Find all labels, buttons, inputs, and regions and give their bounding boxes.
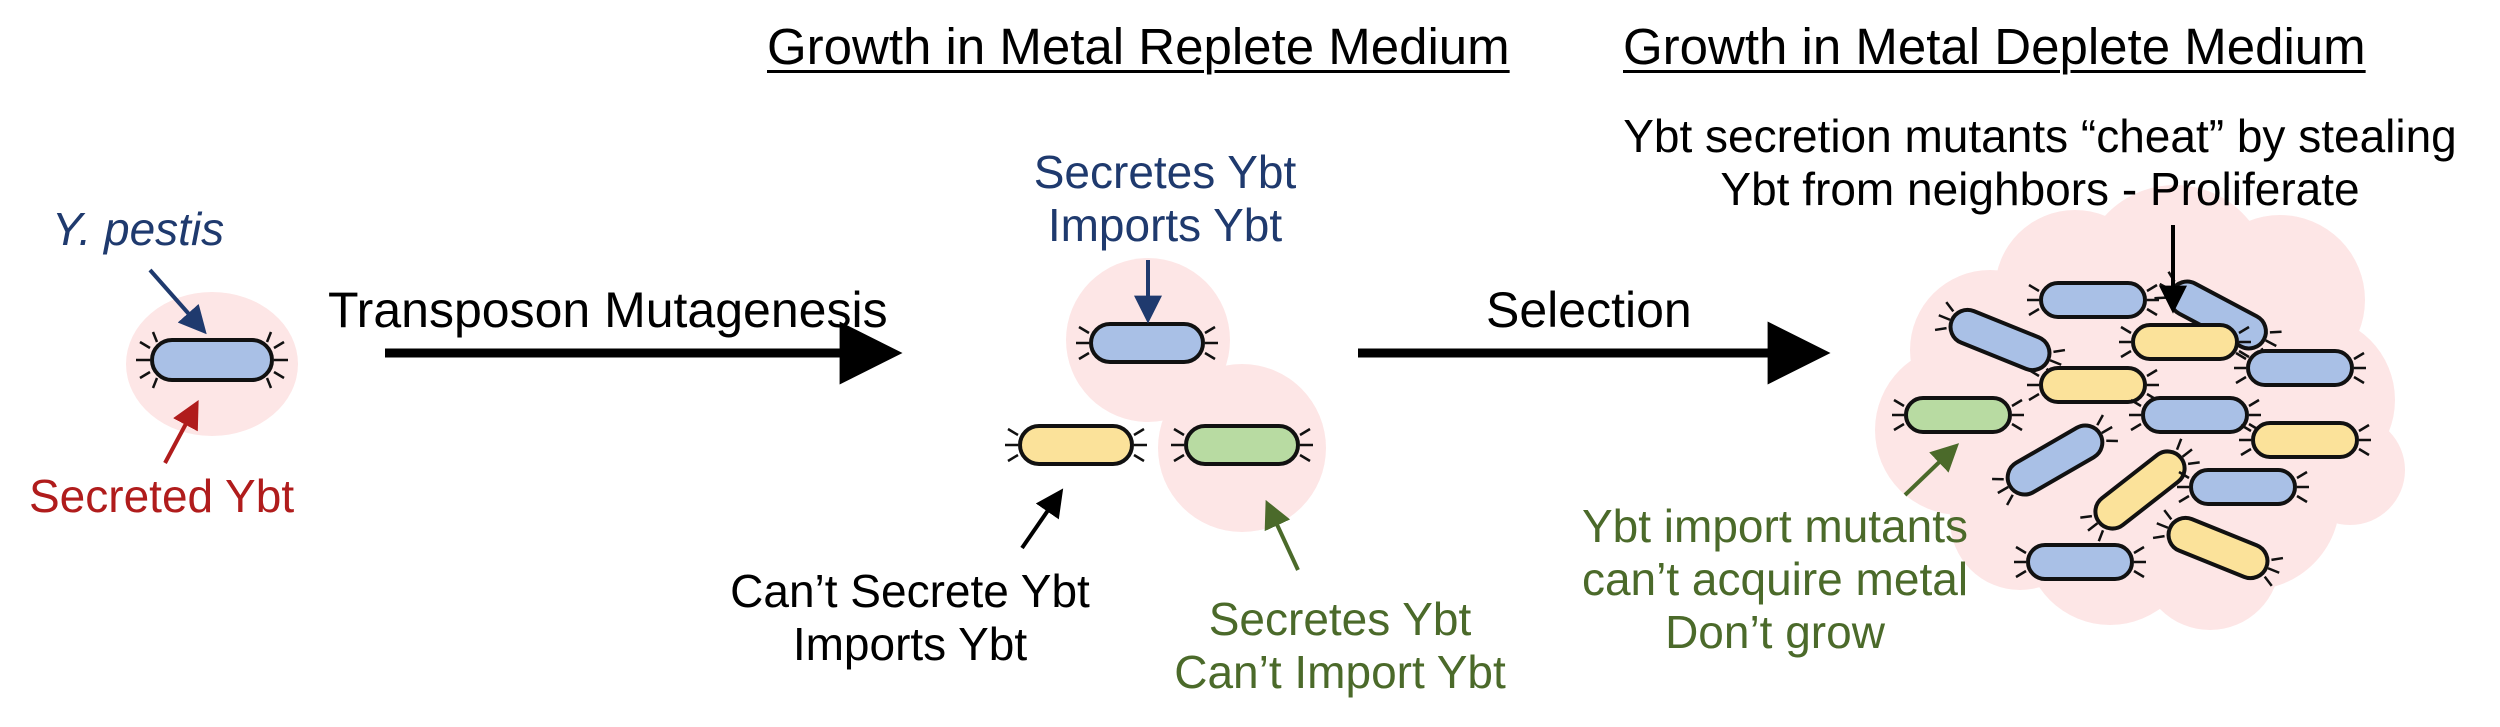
import-mutant-line3: Don’t grow (1665, 605, 1885, 658)
wildtype-label: Secretes Ybt Imports Ybt (1020, 146, 1310, 252)
cheat-line2: Ybt from neighbors - Proliferate (1720, 162, 2360, 215)
wildtype-line1: Secretes Ybt (1033, 146, 1297, 198)
cant-secrete-label: Can’t Secrete Ybt Imports Ybt (720, 565, 1100, 671)
import-mutant-line2: can’t acquire metal (1581, 552, 1969, 605)
cant-import-line1: Secretes Ybt (1208, 593, 1472, 645)
wildtype-line2: Imports Ybt (1047, 198, 1283, 251)
secreted-arrow (163, 400, 199, 464)
cant-import-line2: Can’t Import Ybt (1174, 645, 1506, 698)
species-arrow (148, 268, 207, 335)
wildtype-cell (1076, 322, 1218, 364)
import-mutant-label: Ybt import mutants can’t acquire metal D… (1560, 500, 1990, 659)
cant-secrete-line1: Can’t Secrete Ybt (730, 565, 1090, 617)
cheat-line1: Ybt secretion mutants “cheat” by stealin… (1623, 110, 2457, 162)
deplete-heading: Growth in Metal Deplete Medium (1623, 18, 2366, 75)
cant-secrete-arrow (1020, 488, 1064, 550)
replete-heading: Growth in Metal Replete Medium (767, 18, 1510, 75)
cant-secrete-line2: Imports Ybt (792, 617, 1028, 670)
import-mutant-arrow (1903, 443, 1960, 497)
cant-import-arrow (1264, 499, 1300, 571)
species-label: Y. pestis (52, 203, 225, 255)
ypestis-cell (136, 331, 288, 389)
import-mutant-line1: Ybt import mutants (1581, 500, 1969, 552)
cant-import-label: Secretes Ybt Can’t Import Ybt (1150, 593, 1530, 699)
cant-secrete-cell (1005, 424, 1147, 466)
mutagenesis-label: Transposon Mutagenesis (328, 282, 888, 338)
cheat-label: Ybt secretion mutants “cheat” by stealin… (1600, 110, 2480, 216)
cant-import-cell (1171, 424, 1313, 466)
secreted-label: Secreted Ybt (29, 470, 295, 522)
selection-label: Selection (1486, 282, 1692, 338)
population-cells (1892, 271, 2371, 587)
